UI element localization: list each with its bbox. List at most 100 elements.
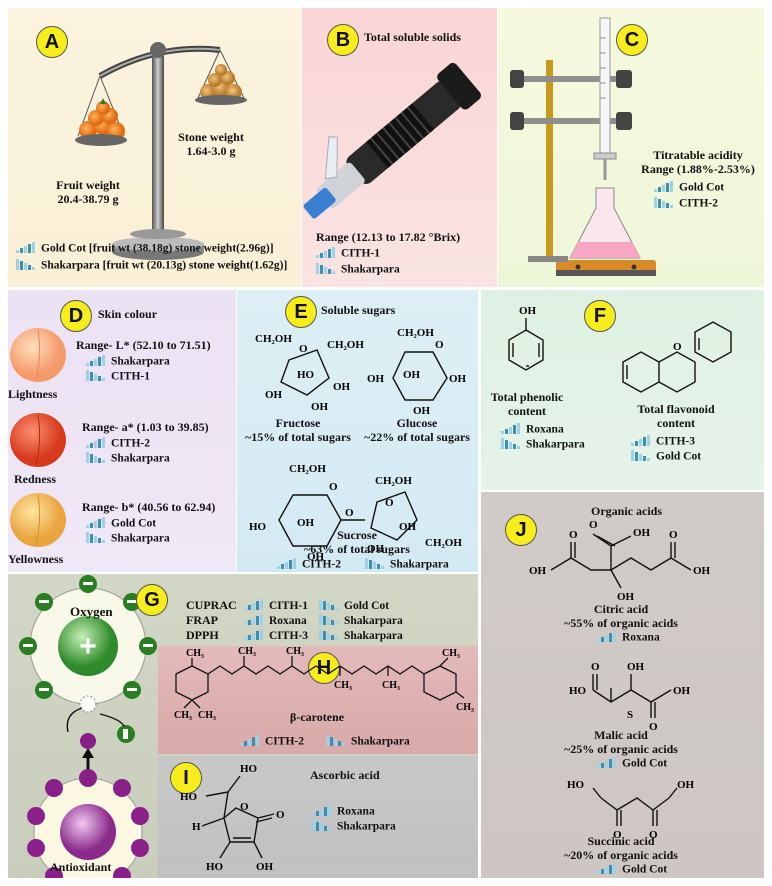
ascorbic-ho-bottom: HO xyxy=(206,861,224,873)
legend-c-2: CITH-2 xyxy=(654,196,718,212)
bars-up-icon xyxy=(244,628,264,644)
legend-e-2: Shakarpara xyxy=(365,557,449,572)
phenol-flavonoid-structures: OH O xyxy=(508,305,732,393)
badge-e: E xyxy=(285,296,317,328)
bars-up-icon xyxy=(277,557,297,572)
panel-c: C Titratable acidity Range (1.88%-2.53%)… xyxy=(498,8,764,287)
bars-up-icon xyxy=(597,630,617,646)
sucrose-ch2oh-3: CH₂OH xyxy=(425,537,462,549)
succinic-name: Succinic acid xyxy=(587,834,655,848)
panel-f: F OH O Total phenolic content Roxana Sha… xyxy=(481,290,764,490)
glucose-oh-3: OH xyxy=(403,369,421,381)
glucose-o: O xyxy=(435,339,444,351)
sucrose-oh-3: OH xyxy=(399,521,417,533)
sucrose-o-3: O xyxy=(385,497,394,509)
succinic-oh: OH xyxy=(677,779,695,791)
panel-b: B Total soluble solids Range (12.13 to 1… xyxy=(302,8,497,287)
panel-j: Organic acids J OH O O OH O OH xyxy=(481,492,764,878)
lightness-range: Range- L* (52.10 to 71.51) xyxy=(76,338,211,352)
legend-d3-1: Gold Cot xyxy=(86,516,156,532)
citric-oh-right: OH xyxy=(693,565,711,577)
fructose-oh-1: OH xyxy=(333,381,351,393)
succinic-ho: HO xyxy=(567,779,585,791)
malic-name: Malic acid xyxy=(594,728,648,742)
peach-icons xyxy=(10,328,66,547)
legend-d3-2: Shakarpara xyxy=(86,531,170,547)
titration-apparatus-icon xyxy=(510,17,656,276)
legend-e-1: CITH-2 xyxy=(277,557,341,572)
skin-colour-title: Skin colour xyxy=(98,307,158,321)
malic-s: S xyxy=(627,709,633,721)
sugar-structures: CH₂OH CH₂OH O HO OH OH OH CH₂OH O OH OH … xyxy=(249,327,467,563)
bars-down-icon xyxy=(326,734,346,750)
bars-down-icon xyxy=(365,557,385,572)
bars-up-icon xyxy=(86,436,106,452)
fruit-weight-title: Fruit weight xyxy=(56,178,120,192)
bars-up-icon xyxy=(244,613,264,629)
legend-f1-1: Roxana xyxy=(501,422,564,438)
citric-o-right: O xyxy=(669,529,678,541)
soluble-sugars-title: Soluble sugars xyxy=(321,303,396,317)
oxygen-label: Oxygen xyxy=(70,604,113,619)
yellowness-label: Yellowness xyxy=(8,552,64,566)
bars-up-icon xyxy=(654,180,674,196)
glucose-oh-1: OH xyxy=(449,373,467,385)
carotene-ch3-3: CH₃ xyxy=(286,646,304,657)
bars-up-icon xyxy=(312,804,332,820)
bars-up-icon xyxy=(240,734,260,750)
citric-o-top: O xyxy=(589,519,598,531)
legend-h-1: CITH-2 xyxy=(240,734,304,750)
badge-c: C xyxy=(616,24,648,56)
bars-down-icon xyxy=(631,449,651,465)
carotene-ch3-9: CH₃ xyxy=(456,702,474,713)
badge-j: J xyxy=(505,514,537,546)
flavonoid-o: O xyxy=(673,341,682,353)
oxygen-antioxidant-diagram: + xyxy=(19,575,157,878)
sucrose-oh-2: OH xyxy=(307,551,325,563)
bars-down-icon xyxy=(654,196,674,212)
ascorbic-ho-left: HO xyxy=(180,791,198,803)
legend-f2-2: Gold Cot xyxy=(631,449,701,465)
organic-acids-title: Organic acids xyxy=(591,504,662,518)
ascorbic-acid-structure: HO HO H O O HO OH xyxy=(180,763,285,873)
redness-range: Range- a* (1.03 to 39.85) xyxy=(82,420,209,434)
bars-up-icon xyxy=(501,422,521,438)
legend-a-1: Gold Cot [fruit wt (38.18g) stone weight… xyxy=(16,241,274,257)
bars-down-icon xyxy=(319,598,339,614)
succinic-o-right: O xyxy=(649,829,658,841)
legend-i-2: Shakarpara xyxy=(312,819,396,835)
sucrose-ch2oh-1: CH₂OH xyxy=(289,463,326,475)
badge-d: D xyxy=(60,300,92,332)
sucrose-ho: HO xyxy=(249,521,267,533)
badge-b: B xyxy=(327,24,359,56)
citric-oh-center: OH xyxy=(617,591,635,603)
panel-d: D Skin colour Lightness Redness Yellowne… xyxy=(8,290,236,572)
succinic-pct: ~20% of organic acids xyxy=(564,848,678,863)
sucrose-o-2: O xyxy=(345,507,354,519)
bars-up-icon xyxy=(597,862,617,878)
phenol-oh: OH xyxy=(519,305,537,317)
ascorbic-ho-top: HO xyxy=(240,763,258,775)
malic-o-left: O xyxy=(591,661,600,673)
glucose-oh-2: OH xyxy=(367,373,385,385)
badge-a: A xyxy=(36,26,68,58)
ascorbic-h: H xyxy=(192,821,201,833)
citric-name: Citric acid xyxy=(593,602,649,616)
citric-oh-top: OH xyxy=(633,527,651,539)
sucrose-oh-1: OH xyxy=(297,517,315,529)
bars-down-icon xyxy=(501,437,521,453)
ta-range: Range (1.88%-2.53%) xyxy=(641,162,755,177)
fructose-ch2oh-1: CH₂OH xyxy=(255,333,292,345)
carotene-ch3-2: CH₃ xyxy=(238,646,256,657)
panel-h: H CH₃ CH₃ CH₃ CH₃ CH₃ CH₃ CH₃ CH₃ CH₃ β-… xyxy=(158,646,478,754)
legend-d2-2: Shakarpara xyxy=(86,451,170,467)
tss-range: Range (12.13 to 17.82 °Brix) xyxy=(316,230,461,244)
beta-carotene-structure: CH₃ CH₃ CH₃ CH₃ CH₃ CH₃ CH₃ CH₃ CH₃ xyxy=(174,646,474,721)
fructose-oh-3: OH xyxy=(311,401,329,413)
fructose-oh-2: OH xyxy=(265,389,283,401)
sucrose-ch2oh-2: CH₂OH xyxy=(375,475,412,487)
bars-down-icon xyxy=(86,369,106,385)
